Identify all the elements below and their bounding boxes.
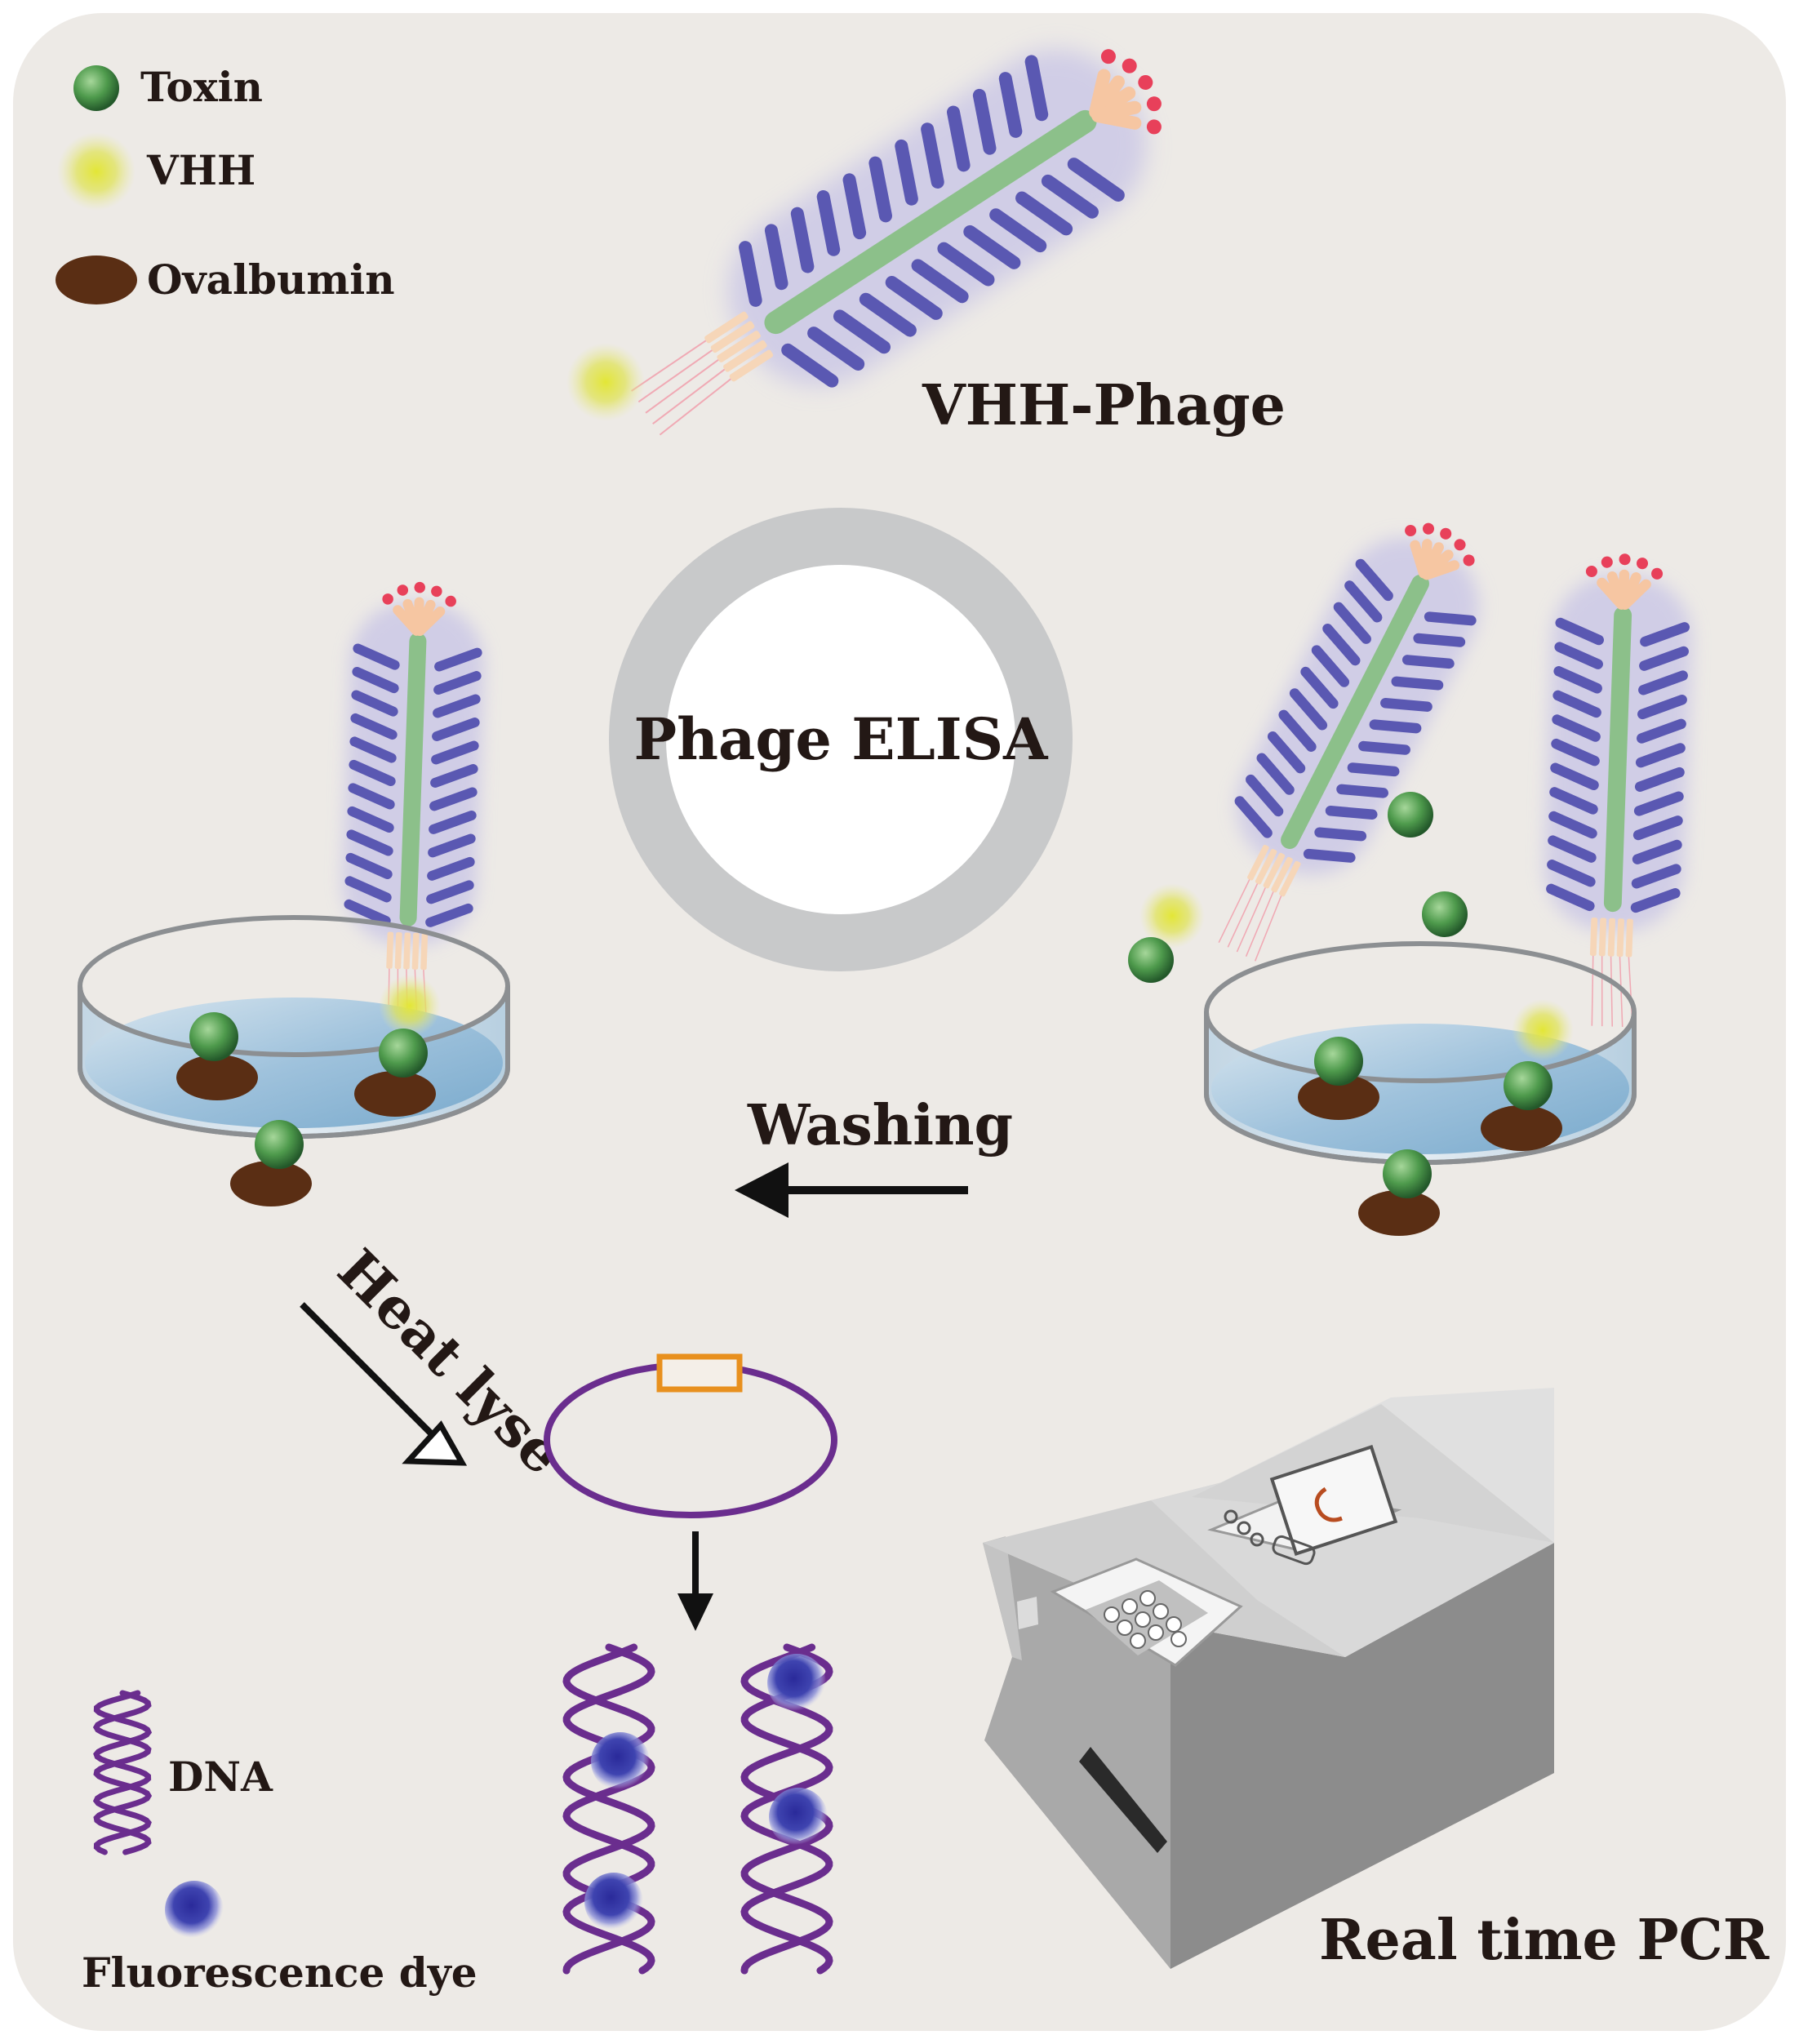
plasmid-icon bbox=[544, 1353, 837, 1518]
vhh-glow-icon bbox=[566, 343, 645, 421]
toxin-sphere-icon bbox=[1383, 1149, 1432, 1198]
phage-icon bbox=[631, 49, 1162, 436]
phage-icon bbox=[1218, 522, 1480, 962]
vhh-glow-icon bbox=[379, 975, 441, 1037]
vhh-phage-label: VHH-Phage bbox=[922, 373, 1286, 438]
ovalbumin-ellipse-icon bbox=[1481, 1105, 1562, 1151]
ovalbumin-ellipse-icon bbox=[230, 1161, 312, 1206]
toxin-sphere-icon bbox=[1128, 937, 1174, 983]
toxin-sphere-icon bbox=[73, 65, 119, 111]
pcr-screen bbox=[1269, 1445, 1398, 1556]
heat-lyse-arrow-icon bbox=[402, 1420, 468, 1466]
fluorescence-dye-icon bbox=[165, 1881, 224, 1940]
vhh-glow-icon bbox=[57, 132, 135, 211]
gene-marker bbox=[656, 1353, 743, 1393]
toxin-sphere-icon bbox=[1388, 792, 1433, 838]
real-time-pcr-label: Real time PCR bbox=[1319, 1908, 1770, 1973]
ovalbumin-ellipse-icon bbox=[176, 1055, 258, 1100]
dna-helix-icon bbox=[92, 1690, 153, 1855]
binding-group-right bbox=[1128, 522, 1692, 1236]
ovalbumin-ellipse-icon bbox=[1298, 1074, 1379, 1120]
vhh-glow-icon bbox=[1512, 999, 1574, 1061]
phage-icon bbox=[1544, 553, 1692, 1028]
phage-elisa-label: Phage ELISA bbox=[634, 705, 1050, 773]
amplify-arrow bbox=[677, 1531, 713, 1631]
dna-helix-icon bbox=[562, 1643, 655, 1975]
toxin-sphere-icon bbox=[379, 1029, 428, 1078]
washing-arrow-icon bbox=[735, 1162, 788, 1218]
phage-icon bbox=[342, 581, 485, 1038]
toxin-sphere-icon bbox=[1422, 891, 1468, 937]
fluorescence-dye-icon bbox=[591, 1732, 650, 1791]
ovalbumin-ellipse-icon bbox=[1358, 1190, 1440, 1236]
ovalbumin-ellipse-icon bbox=[354, 1071, 436, 1117]
legend-vhh-label: VHH bbox=[146, 146, 255, 194]
binding-group-left bbox=[78, 581, 510, 1206]
legend-ovalbumin-label: Ovalbumin bbox=[147, 256, 395, 304]
washing-label: Washing bbox=[747, 1093, 1013, 1158]
legend-dna: DNA Fluorescence dye bbox=[82, 1690, 478, 1997]
down-arrow-icon bbox=[677, 1593, 713, 1631]
toxin-sphere-icon bbox=[1314, 1037, 1363, 1086]
legend: Toxin VHH Ovalbumin bbox=[56, 63, 395, 304]
fluorescence-dye-icon bbox=[584, 1873, 643, 1931]
toxin-sphere-icon bbox=[1504, 1061, 1552, 1110]
pcr-slot bbox=[1079, 1747, 1167, 1853]
toxin-sphere-icon bbox=[189, 1012, 238, 1061]
fluorescence-dye-icon bbox=[769, 1788, 828, 1846]
fluorescence-dye-icon bbox=[767, 1654, 826, 1713]
ovalbumin-ellipse-icon bbox=[56, 256, 137, 304]
pcr-machine-icon: Real time PCR bbox=[983, 1388, 1770, 1973]
legend-dna-label: DNA bbox=[168, 1753, 273, 1801]
sample-wells bbox=[1104, 1590, 1187, 1649]
vhh-phage-top: VHH-Phage bbox=[566, 49, 1286, 438]
heat-lyse-arrow-shaft bbox=[300, 1302, 433, 1436]
legend-toxin-label: Toxin bbox=[140, 63, 263, 111]
vhh-glow-icon bbox=[1139, 883, 1205, 949]
phage-elisa-ring: Phage ELISA bbox=[609, 508, 1073, 971]
washing-step: Washing bbox=[735, 1093, 1013, 1218]
toxin-sphere-icon bbox=[255, 1120, 304, 1169]
legend-dye-label: Fluorescence dye bbox=[82, 1948, 478, 1997]
